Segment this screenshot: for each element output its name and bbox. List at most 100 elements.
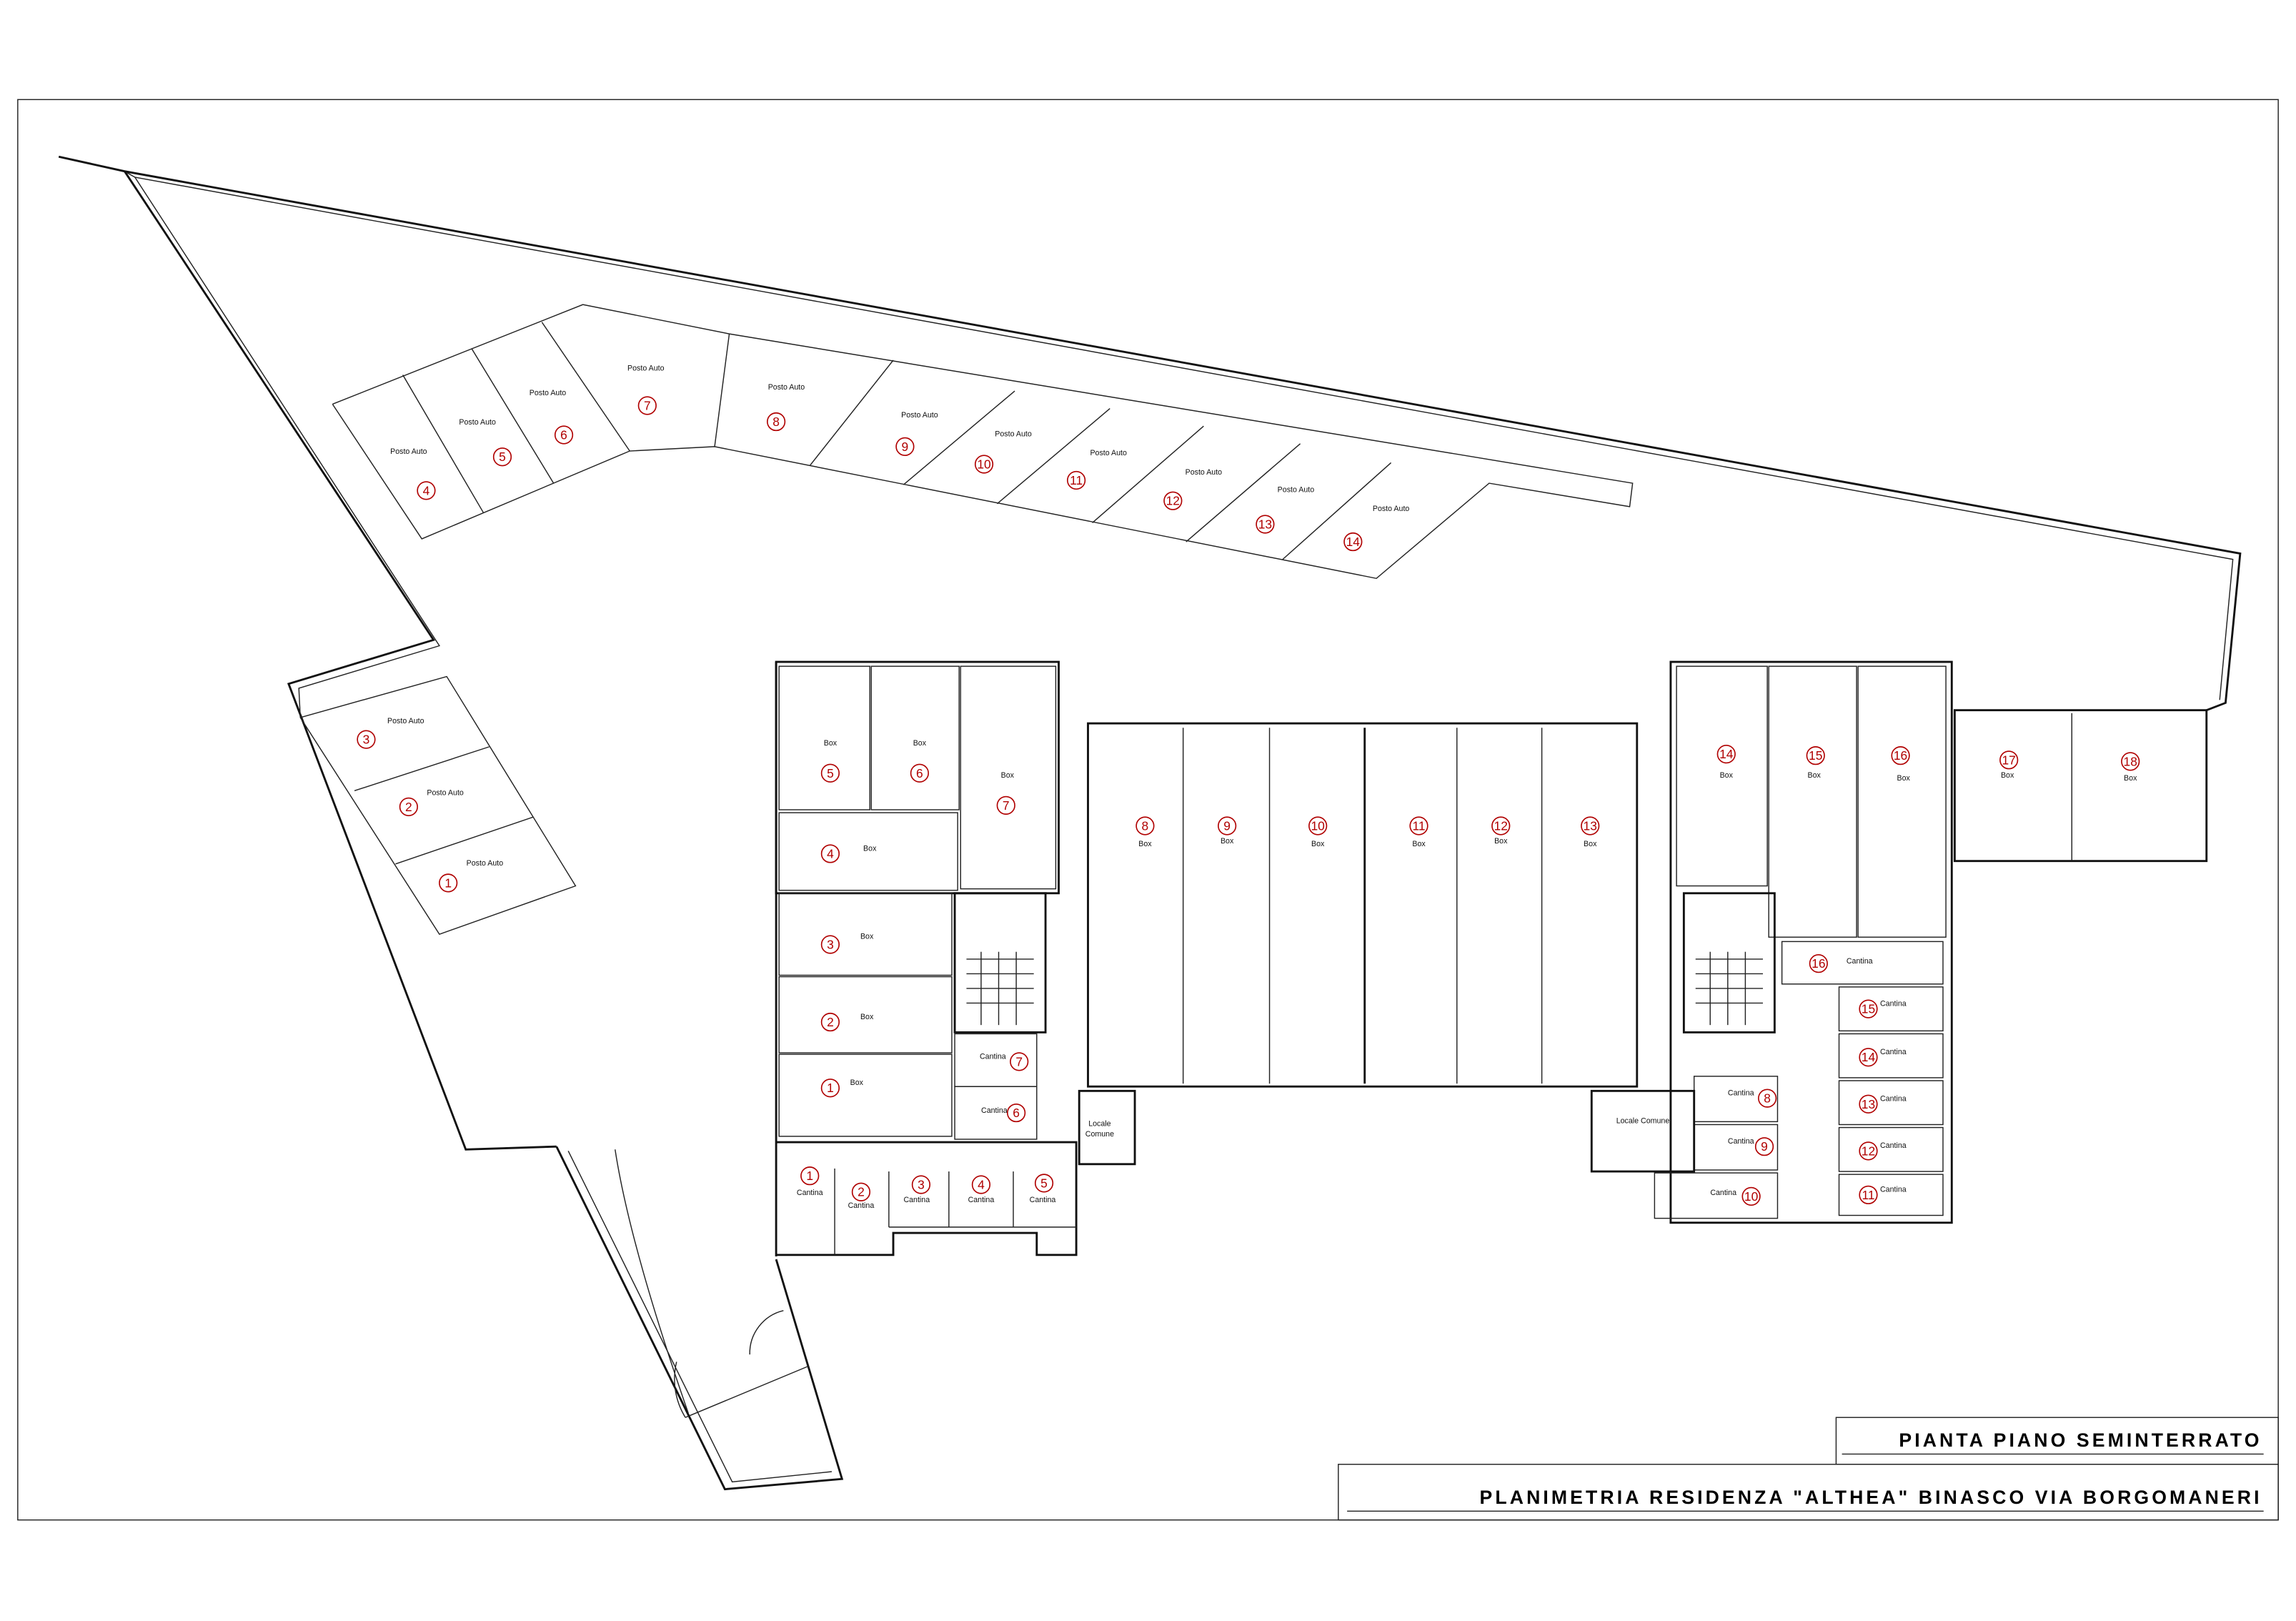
site-boundary — [58, 155, 2242, 1491]
parking-label: Posto Auto — [1186, 468, 1223, 477]
parking-space-circle — [1066, 470, 1086, 490]
garage-number: 7 — [1003, 798, 1010, 813]
parking-label: Posto Auto — [427, 788, 464, 797]
garage-number: 11 — [1412, 819, 1425, 833]
garage-number: 10 — [1311, 819, 1324, 833]
garage-label: Box — [1001, 771, 1015, 780]
parking-label: Posto Auto — [459, 418, 496, 427]
garage-circle — [910, 763, 930, 783]
cellar-number: 16 — [1812, 956, 1825, 971]
garage-label: Box — [2124, 774, 2137, 783]
garage-circle — [1308, 816, 1328, 836]
garage-circle — [1716, 745, 1736, 764]
cellar-label: Cantina — [968, 1196, 995, 1204]
parking-label: Posto Auto — [1090, 449, 1127, 457]
parking-space-number: 14 — [1346, 535, 1361, 549]
cellar-number: 1 — [806, 1169, 813, 1183]
garage-number: 12 — [1494, 819, 1508, 833]
parking-space-circle — [895, 437, 915, 456]
garage-label: Box — [1138, 840, 1152, 848]
parking-label: Posto Auto — [467, 859, 504, 868]
cellar-label: Cantina — [1880, 1000, 1907, 1008]
cellar-circle — [1758, 1089, 1777, 1108]
garage-label: Box — [1584, 840, 1597, 848]
garage-number: 15 — [1809, 748, 1822, 763]
parking-label: Posto Auto — [530, 389, 567, 397]
garage-label: Box — [860, 932, 874, 941]
garage-circle — [1491, 816, 1511, 836]
cellar-circle — [1859, 1048, 1878, 1067]
garage-circle — [1409, 816, 1428, 836]
cellar-circle — [911, 1175, 931, 1194]
parking-space-circle — [1163, 491, 1183, 510]
garage-circle — [820, 1012, 840, 1032]
garage-number: 13 — [1584, 819, 1597, 833]
garage-number: 6 — [916, 766, 923, 780]
garage-label: Box — [1897, 774, 1910, 783]
garage-circle — [1218, 816, 1237, 836]
cellar-label: Cantina — [797, 1189, 823, 1197]
parking-space-number: 13 — [1258, 517, 1272, 531]
garage-circle — [1581, 816, 1600, 836]
parking-space-number: 1 — [444, 876, 452, 890]
common-room-left-label: Locale — [1088, 1120, 1110, 1129]
cellar-circle — [1859, 1094, 1878, 1114]
parking-space-circle — [554, 425, 574, 445]
garage-label: Box — [1494, 837, 1508, 846]
cellar-number: 10 — [1744, 1189, 1758, 1204]
garage-number: 9 — [1223, 819, 1231, 833]
cellar-label: Cantina — [1880, 1141, 1907, 1150]
cellar-number: 8 — [1764, 1091, 1771, 1106]
parking-space-number: 5 — [499, 450, 506, 464]
garage-label: Box — [1808, 771, 1822, 780]
garage-label: Box — [1221, 837, 1234, 846]
garage-label: Box — [913, 739, 927, 748]
cellar-label: Cantina — [981, 1106, 1008, 1115]
garage-number: 14 — [1719, 747, 1734, 761]
parking-space-number: 6 — [560, 427, 567, 442]
parking-space-circle — [1343, 532, 1363, 552]
garage-label: Box — [1311, 840, 1325, 848]
garage-label: Box — [1720, 771, 1734, 780]
garage-circle — [820, 844, 840, 863]
cellar-circle — [1741, 1186, 1761, 1206]
garage-label: Box — [860, 1013, 874, 1021]
cellar-label: Cantina — [980, 1052, 1006, 1061]
cellar-number: 12 — [1862, 1144, 1875, 1158]
garage-number: 18 — [2124, 754, 2137, 768]
parking-label: Posto Auto — [995, 430, 1032, 439]
cellar-label: Cantina — [1847, 957, 1873, 966]
garage-number: 1 — [827, 1081, 834, 1095]
cellar-label: Cantina — [1880, 1048, 1907, 1056]
parking-outlines — [299, 304, 1634, 935]
garage-number: 5 — [827, 766, 834, 780]
garage-number: 17 — [2002, 753, 2015, 767]
parking-space-number: 12 — [1166, 494, 1180, 508]
garage-circle — [1891, 746, 1910, 765]
garage-number: 8 — [1142, 819, 1149, 833]
cellar-number: 6 — [1013, 1106, 1020, 1120]
cellar-circle — [971, 1175, 991, 1194]
cellar-circle — [851, 1182, 871, 1201]
parking-space-number: 7 — [644, 399, 651, 413]
title-block: PIANTA PIANO SEMINTERRATO PLANIMETRIA RE… — [1338, 1417, 2279, 1521]
sheet-frame — [17, 99, 2279, 1521]
parking-space-number: 3 — [363, 733, 370, 747]
garage-circle — [1999, 750, 2019, 770]
parking-label: Posto Auto — [627, 364, 665, 372]
cellar-label: Cantina — [1880, 1186, 1907, 1194]
garage-label: Box — [850, 1079, 864, 1087]
garage-circle — [820, 763, 840, 783]
parking-space-number: 9 — [902, 440, 909, 454]
cellar-circle — [800, 1166, 820, 1186]
cellar-number: 14 — [1862, 1050, 1876, 1064]
parking-space-circle — [492, 447, 512, 467]
cellar-number: 11 — [1862, 1188, 1874, 1202]
garage-number: 3 — [827, 937, 834, 951]
cellar-circle — [1859, 1141, 1878, 1161]
cellar-number: 13 — [1862, 1097, 1875, 1111]
cellar-circle — [1859, 999, 1878, 1018]
cellar-number: 5 — [1040, 1176, 1048, 1190]
cellar-circle — [1034, 1174, 1054, 1193]
